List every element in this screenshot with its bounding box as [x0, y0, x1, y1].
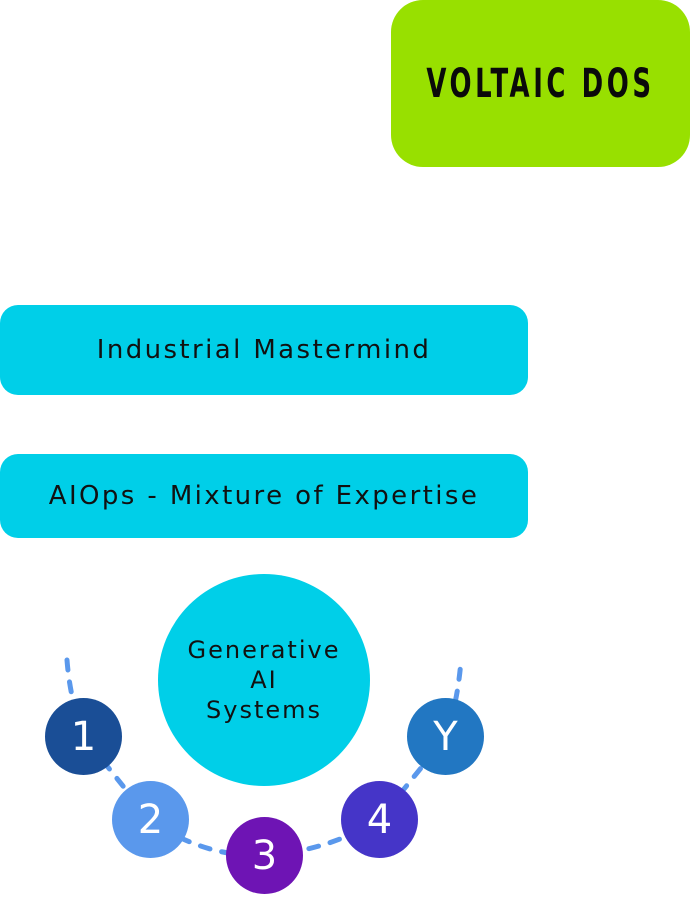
node-label: 4 — [366, 796, 393, 843]
core-generative-ai: Generative AI Systems — [158, 574, 370, 786]
node-4: 4 — [341, 781, 418, 858]
core-line: Systems — [206, 696, 322, 724]
core-line: AI — [250, 666, 278, 694]
node-3: 3 — [226, 817, 303, 894]
layer-aiops: AIOps - Mixture of Expertise — [0, 454, 528, 538]
node-label: Y — [433, 713, 458, 760]
node-label: 1 — [70, 713, 97, 760]
node-y: Y — [407, 698, 484, 775]
title-text: VOLTAIC DOS — [426, 60, 655, 107]
node-2: 2 — [112, 781, 189, 858]
layer-label: Industrial Mastermind — [96, 335, 432, 365]
title-box: VOLTAIC DOS — [391, 0, 690, 167]
core-line: Generative — [187, 636, 341, 664]
layer-label: AIOps - Mixture of Expertise — [48, 481, 480, 511]
node-1: 1 — [45, 698, 122, 775]
node-label: 3 — [251, 832, 278, 879]
layer-industrial-mastermind: Industrial Mastermind — [0, 305, 528, 395]
node-label: 2 — [137, 796, 164, 843]
